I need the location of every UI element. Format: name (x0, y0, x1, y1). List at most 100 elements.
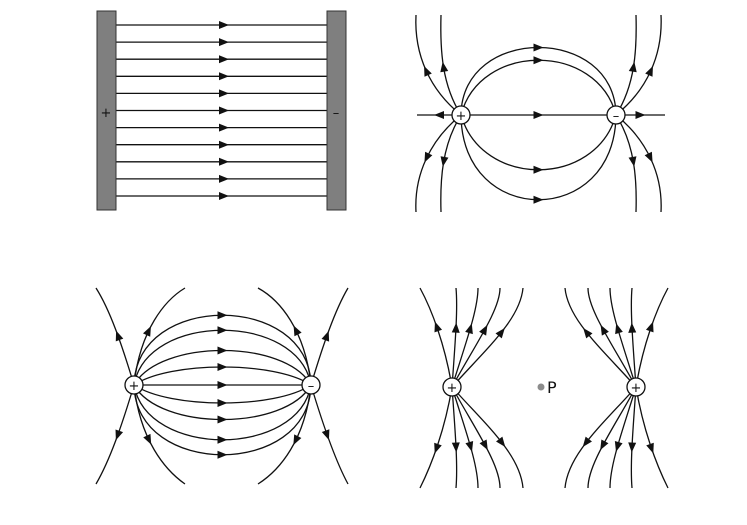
field-arrow (434, 442, 442, 454)
field-arrow (465, 323, 473, 335)
field-line (133, 366, 312, 386)
dipole-dense-charges: + – (124, 375, 321, 395)
field-line (615, 14, 662, 116)
negative-charge-sign: – (308, 379, 315, 394)
field-arrow (434, 111, 444, 119)
field-arrow (440, 156, 449, 167)
field-arrow (645, 321, 654, 333)
field-arrow (451, 442, 460, 453)
field-arrow (628, 61, 637, 73)
field-arrow (533, 56, 544, 65)
field-line (257, 287, 312, 386)
field-line (95, 287, 135, 386)
negative-plate-label: – (333, 106, 340, 121)
positive-charge (451, 105, 471, 125)
field-line (564, 386, 637, 489)
field-line (635, 386, 669, 489)
field-arrow (614, 441, 623, 452)
field-arrow (533, 195, 544, 204)
plate-field-lines (116, 21, 327, 200)
field-line (257, 384, 312, 485)
point-p-label: P (547, 378, 557, 397)
field-arrow (293, 325, 302, 337)
field-line (133, 384, 186, 485)
field-arrow (217, 399, 228, 407)
positive-charge-right (626, 377, 646, 397)
field-arrow (115, 330, 124, 342)
field-line (451, 287, 524, 388)
field-arrow (644, 151, 653, 163)
field-arrow (434, 321, 443, 333)
panel-dipole-dense-arrows (115, 311, 330, 459)
field-arrow (615, 323, 623, 335)
field-arrow (600, 439, 609, 451)
field-line (133, 384, 312, 404)
field-arrow (424, 66, 432, 77)
field-arrow (219, 89, 229, 98)
field-arrow (142, 326, 151, 337)
field-line (310, 287, 349, 386)
field-arrow (219, 140, 229, 149)
field-arrow (533, 111, 544, 119)
field-arrow (451, 322, 460, 333)
field-arrow (217, 435, 228, 444)
field-arrow (219, 72, 229, 81)
negative-charge (301, 375, 321, 395)
field-arrow (533, 43, 544, 52)
field-arrow (217, 415, 228, 424)
field-line (630, 287, 637, 388)
field-arrow (465, 441, 474, 452)
field-line (133, 384, 312, 441)
field-arrow (628, 156, 637, 167)
field-arrow (645, 66, 653, 77)
field-line (635, 287, 669, 388)
field-line (460, 114, 617, 171)
field-line (451, 386, 524, 489)
negative-plate (326, 10, 347, 211)
field-arrow (628, 322, 637, 333)
field-line (419, 386, 453, 489)
field-arrow (219, 174, 229, 183)
positive-charge-sign: + (129, 379, 140, 394)
field-line (415, 114, 462, 213)
panel-dipole-sparse-arrows (424, 43, 653, 204)
field-line (451, 287, 458, 388)
field-arrow (219, 157, 229, 166)
field-arrow (496, 436, 506, 448)
field-line (419, 287, 453, 388)
field-arrow (143, 433, 152, 445)
field-arrow (321, 429, 330, 441)
point-p-marker (537, 383, 545, 391)
field-line (310, 384, 349, 485)
field-arrow (600, 324, 609, 336)
field-line (630, 386, 637, 489)
field-arrow (646, 442, 654, 454)
field-arrow (293, 434, 302, 446)
field-arrow (479, 439, 488, 451)
field-line (564, 287, 637, 388)
negative-charge (606, 105, 626, 125)
field-arrow (115, 429, 124, 441)
field-line (415, 14, 462, 116)
field-arrow (479, 324, 488, 336)
field-arrow (219, 123, 229, 132)
panel-like-charges-arrows (434, 321, 654, 454)
positive-plate-label: + (101, 106, 112, 121)
positive-plate (96, 10, 117, 211)
field-arrow (440, 61, 449, 73)
field-arrow (583, 328, 593, 339)
field-arrow (533, 165, 544, 174)
positive-charge-right-sign: + (631, 381, 642, 396)
field-arrow (217, 346, 228, 355)
positive-charge-left (442, 377, 462, 397)
panel-parallel-plates: + – (96, 10, 347, 211)
field-arrow (424, 151, 433, 163)
positive-charge-sign: + (456, 109, 467, 124)
field-arrow (219, 106, 229, 115)
field-line (95, 384, 135, 485)
field-arrow (219, 55, 229, 64)
positive-charge (124, 375, 144, 395)
field-line (133, 287, 186, 386)
field-arrow (582, 436, 592, 448)
